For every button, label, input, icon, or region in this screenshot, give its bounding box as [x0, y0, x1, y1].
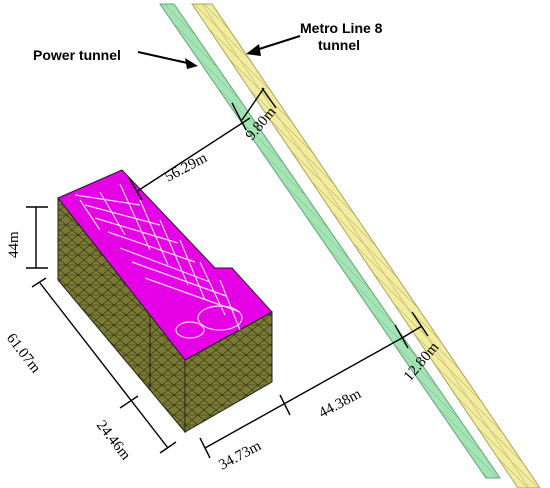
power-tunnel-label: Power tunnel [33, 47, 121, 63]
dim-56-29: 56.29m [162, 150, 210, 186]
metro-line-label-line2: tunnel [318, 37, 360, 53]
metro-tunnel [191, 3, 541, 488]
dim-24-46: 24.46m [93, 418, 134, 464]
dim-34-73: 34.73m [216, 438, 264, 474]
dim-44-38: 44.38m [316, 386, 364, 422]
callout-arrows [137, 35, 301, 69]
dimension-lines [26, 87, 429, 459]
metro-line-label-line1: Metro Line 8 [300, 20, 383, 36]
dim-44: 44m [6, 231, 22, 258]
power-tunnel [159, 3, 501, 479]
dim-61-07: 61.07m [3, 331, 44, 377]
station-block [57, 169, 273, 434]
